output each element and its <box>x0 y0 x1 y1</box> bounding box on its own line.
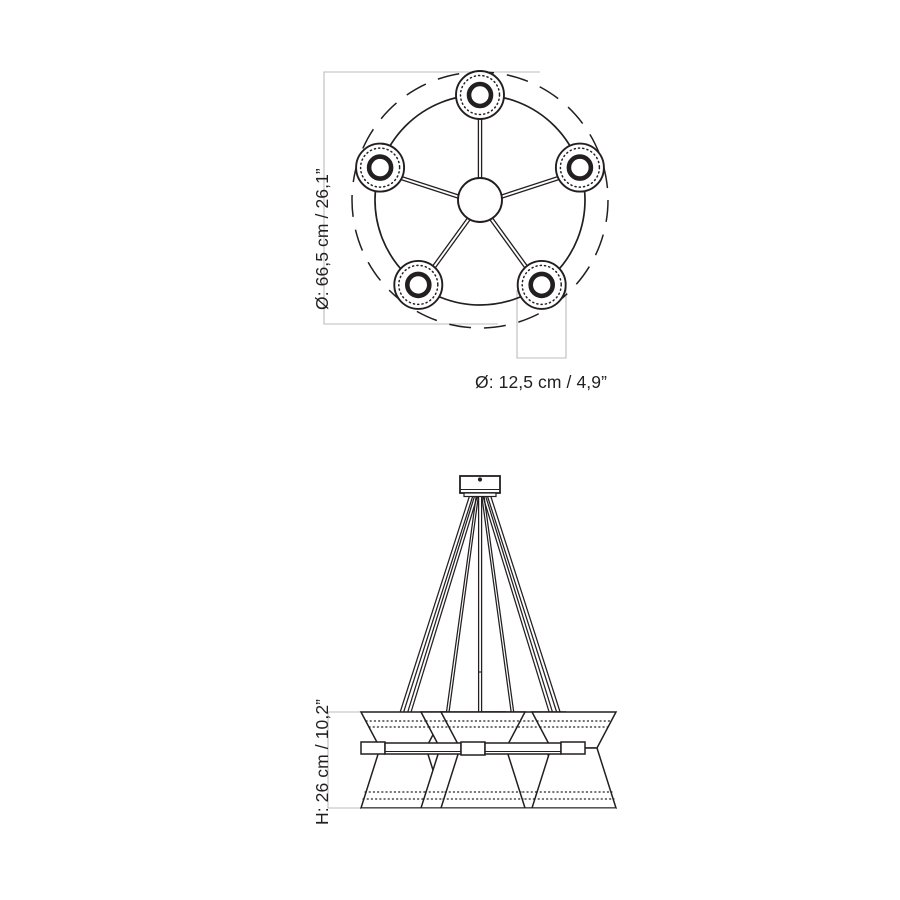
elevation-view-group <box>327 475 618 809</box>
top-view-shade <box>455 70 505 120</box>
elevation-shades-group <box>359 711 618 809</box>
center-hub-circle <box>457 177 503 223</box>
elevation-shade <box>359 711 447 809</box>
shade-diameter-label: Ø: 12,5 cm / 4,9” <box>475 372 608 392</box>
top-view-shade <box>393 259 444 310</box>
ceiling-canopy <box>459 475 501 498</box>
overall-diameter-dimension-box <box>323 71 540 325</box>
suspension-rods-group <box>387 495 573 753</box>
elevation-shade <box>439 711 527 809</box>
top-view-group <box>323 70 609 359</box>
horizontal-arm-bar <box>360 741 586 756</box>
elevation-shade <box>530 711 618 809</box>
height-label: H: 26 cm / 10,2” <box>312 698 332 825</box>
canopy-fixing-dot <box>477 477 483 482</box>
top-view-shade <box>516 259 567 310</box>
top-view-shade <box>355 142 406 193</box>
top-view-shade <box>554 142 605 193</box>
shade-diameter-dimension-box <box>516 288 567 359</box>
top-view-shades-group <box>355 70 605 310</box>
overall-diameter-label: Ø: 66,5 cm / 26,1” <box>312 168 332 310</box>
